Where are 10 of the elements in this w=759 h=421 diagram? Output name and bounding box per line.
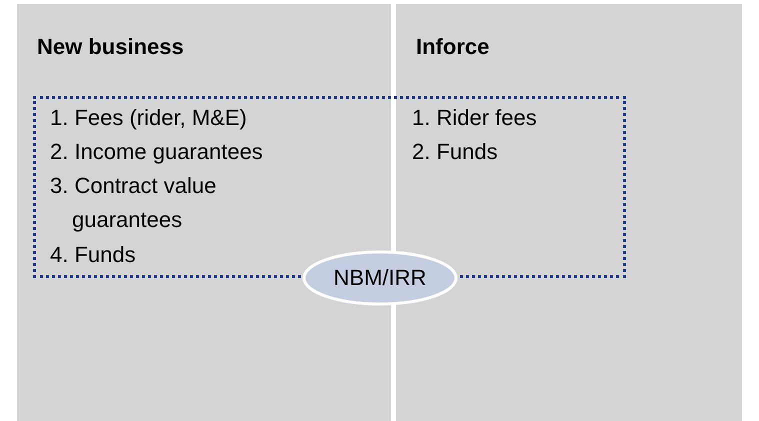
list-item: 1. Rider fees — [412, 104, 538, 132]
column-heading: New business — [37, 34, 184, 60]
list-item: 4. Funds — [50, 241, 137, 269]
oval-label: NBM/IRR — [332, 265, 428, 291]
column-heading: Inforce — [416, 34, 490, 60]
metric-oval — [302, 250, 458, 306]
list-item: 2. Funds — [412, 138, 499, 166]
list-item: 1. Fees (rider, M&E) — [50, 104, 248, 132]
list-item: 3. Contract value guarantees — [50, 172, 218, 234]
list-item: 2. Income guarantees — [50, 138, 264, 166]
